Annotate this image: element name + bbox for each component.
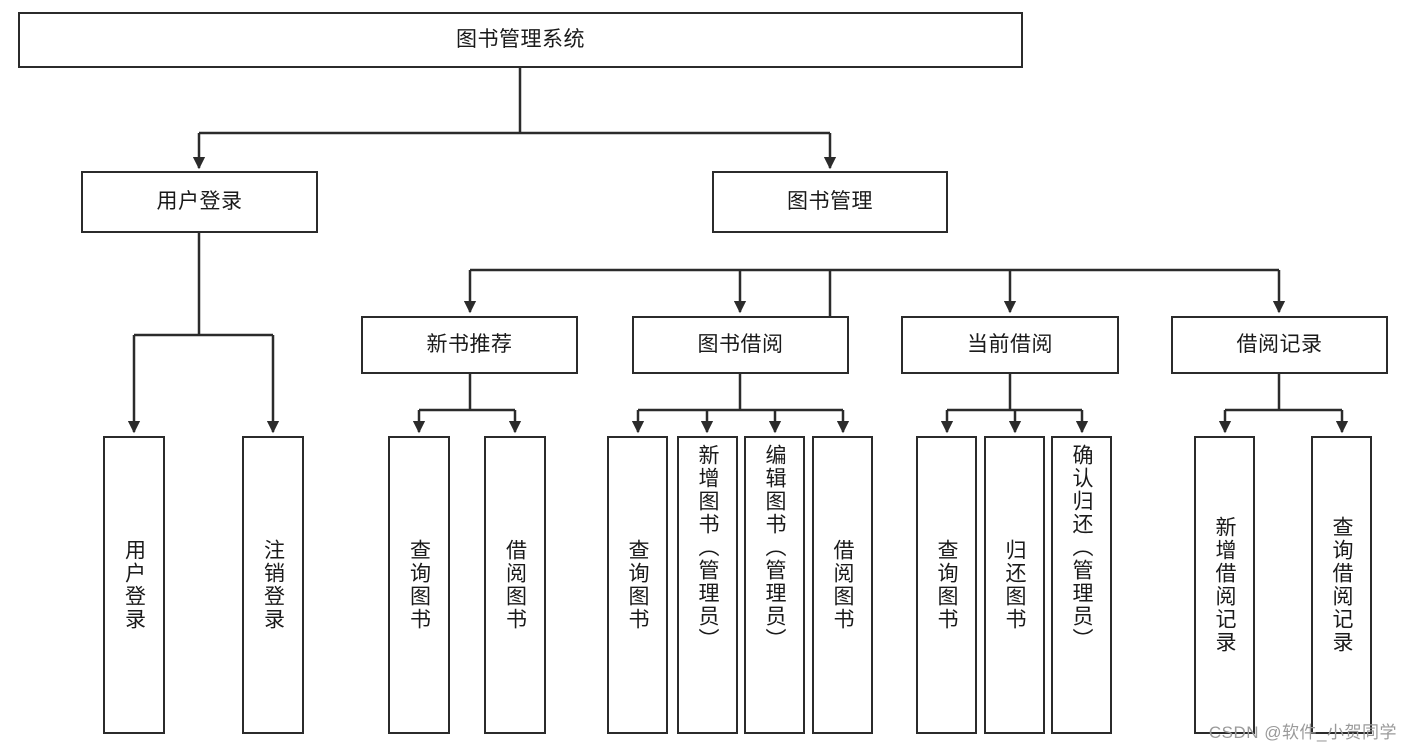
node-label: 新增借阅记录 [1213,516,1236,654]
node-leaf-logout[interactable]: 注销登录 [242,436,304,734]
node-leaf-confirm-return-admin[interactable]: 确认归还（管理员） [1051,436,1112,734]
node-label: 注销登录 [261,539,285,631]
node-new-book-recommend[interactable]: 新书推荐 [361,316,578,374]
node-label: 用户登录 [156,189,243,213]
node-current-borrow[interactable]: 当前借阅 [901,316,1119,374]
node-leaf-query-book-recommend[interactable]: 查询图书 [388,436,450,734]
node-book-borrow[interactable]: 图书借阅 [632,316,849,374]
node-book-management[interactable]: 图书管理 [712,171,948,233]
node-label: 图书借阅 [697,332,784,356]
node-label: 查询图书 [935,539,958,631]
node-label: 确认归还（管理员） [1070,444,1093,651]
node-label: 图书管理 [787,189,873,213]
node-borrow-record[interactable]: 借阅记录 [1171,316,1388,374]
node-label: 图书管理系统 [456,27,585,51]
node-label: 用户登录 [122,539,146,631]
node-label: 查询借阅记录 [1330,516,1353,654]
node-leaf-add-book-admin[interactable]: 新增图书（管理员） [677,436,738,734]
node-leaf-query-borrow-record[interactable]: 查询借阅记录 [1311,436,1372,734]
node-label: 借阅图书 [831,539,854,631]
node-leaf-edit-book-admin[interactable]: 编辑图书（管理员） [744,436,805,734]
node-label: 新增图书（管理员） [696,444,719,651]
node-leaf-query-book-borrow[interactable]: 查询图书 [607,436,668,734]
node-label: 新书推荐 [426,332,513,356]
node-label: 借阅记录 [1236,332,1323,356]
node-leaf-borrow-book-recommend[interactable]: 借阅图书 [484,436,546,734]
watermark-text: CSDN @软件_小贺同学 [1208,723,1397,742]
node-label: 归还图书 [1003,539,1026,631]
node-leaf-user-login[interactable]: 用户登录 [103,436,165,734]
node-label: 当前借阅 [967,332,1053,356]
node-label: 编辑图书（管理员） [763,444,786,651]
node-root-book-management-system[interactable]: 图书管理系统 [18,12,1023,68]
node-label: 借阅图书 [503,539,527,631]
node-label: 查询图书 [407,539,431,631]
node-leaf-return-book[interactable]: 归还图书 [984,436,1045,734]
node-leaf-query-book-current[interactable]: 查询图书 [916,436,977,734]
node-label: 查询图书 [626,539,649,631]
node-leaf-add-borrow-record[interactable]: 新增借阅记录 [1194,436,1255,734]
node-leaf-borrow-book[interactable]: 借阅图书 [812,436,873,734]
node-user-login[interactable]: 用户登录 [81,171,318,233]
